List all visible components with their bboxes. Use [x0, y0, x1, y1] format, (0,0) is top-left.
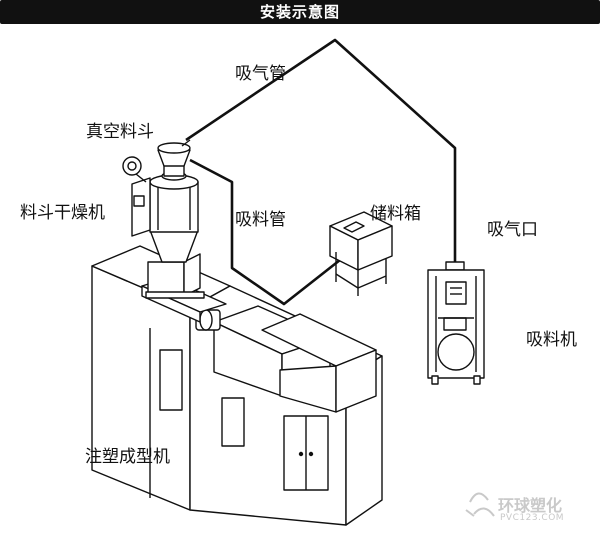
label-vacuum-hopper: 真空料斗 [86, 122, 154, 142]
label-suction-pipe: 吸气管 [235, 64, 286, 84]
diagram-title: 安装示意图 [259, 3, 340, 21]
label-feed-pipe: 吸料管 [235, 210, 286, 230]
feed-pipe [189, 158, 341, 306]
watermark-name: 环球塑化 [498, 496, 563, 515]
injection-molding-machine [91, 245, 383, 526]
hopper-dryer [122, 156, 205, 299]
label-loader: 吸料机 [526, 330, 577, 350]
loader-machine [427, 261, 485, 385]
watermark-logo-icon [465, 492, 495, 517]
suction-pipe [185, 38, 457, 264]
label-hopper-dryer: 料斗干燥机 [20, 203, 105, 223]
watermark-site: PVC123.COM [500, 513, 565, 523]
label-air-outlet: 吸气口 [487, 220, 538, 240]
label-storage-box: 储料箱 [370, 204, 421, 224]
vacuum-hopper [157, 139, 191, 181]
title-bar [0, 0, 600, 24]
label-injection-machine: 注塑成型机 [85, 447, 170, 467]
storage-box [329, 211, 393, 296]
